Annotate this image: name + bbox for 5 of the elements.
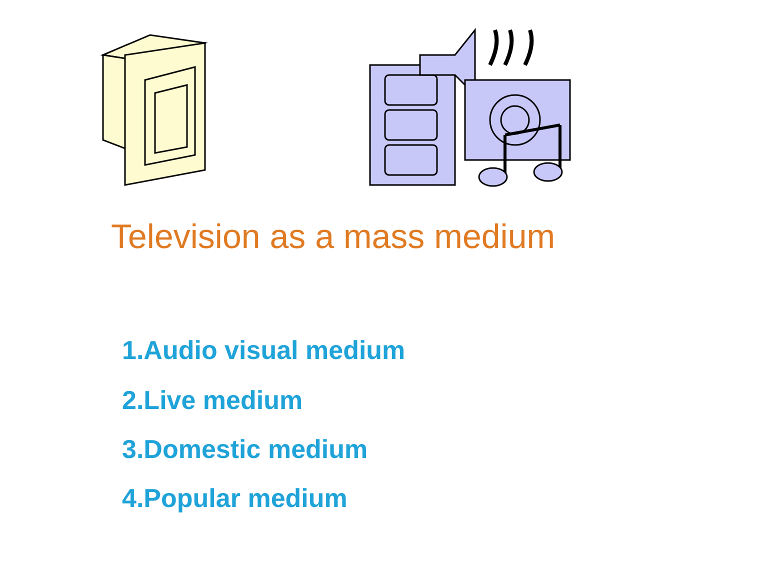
- list-item: 2.Live medium: [122, 385, 303, 416]
- list-item: 4.Popular medium: [122, 483, 348, 514]
- slide-title: Television as a mass medium: [111, 218, 556, 257]
- list-item: 1.Audio visual medium: [122, 335, 406, 366]
- list-item: 3.Domestic medium: [122, 434, 368, 465]
